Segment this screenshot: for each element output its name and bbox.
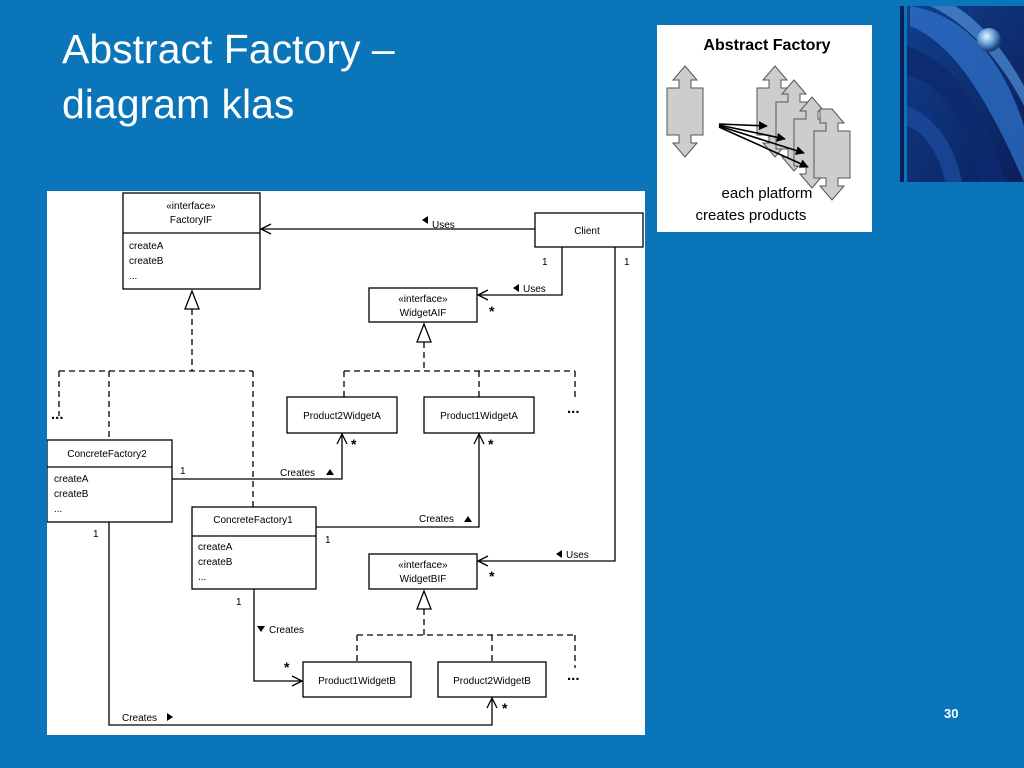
product1widgeta-name: Product1WidgetA xyxy=(440,411,518,422)
concretefactory2-op: createA xyxy=(54,474,89,485)
uses-direction-icon xyxy=(422,216,428,224)
product2widgetb-name: Product2WidgetB xyxy=(453,676,531,687)
multiplicity-many-label: * xyxy=(502,700,508,716)
association-lines xyxy=(108,229,616,726)
multiplicity-label: 1 xyxy=(93,529,99,540)
more-classes-ellipsis: ... xyxy=(51,406,64,423)
factoryif-op: createA xyxy=(129,241,164,252)
uses-label: Uses xyxy=(432,220,455,231)
concretefactory1-op: createA xyxy=(198,542,233,553)
slide-title: Abstract Factory – diagram klas xyxy=(62,22,395,132)
multiplicity-label: 1 xyxy=(325,535,331,546)
realization-lines xyxy=(58,309,576,668)
slide-title-line2: diagram klas xyxy=(62,81,295,127)
creates-direction-icon xyxy=(464,516,472,522)
creates-direction-icon xyxy=(167,713,173,721)
product1widgetb-box xyxy=(302,661,412,698)
more-classes-ellipsis: ... xyxy=(567,400,580,417)
multiplicity-many-label: * xyxy=(489,303,495,319)
realization-triangle-factoryif xyxy=(184,289,200,310)
multiplicity-many-label: * xyxy=(489,568,495,584)
concretefactory2-op: createB xyxy=(54,489,89,500)
illustration-canvas: Abstract Factory each platform creates p… xyxy=(666,37,851,224)
realization-triangle-widgetbif xyxy=(416,589,432,610)
factoryif-op: createB xyxy=(129,256,164,267)
concretefactory2-name: ConcreteFactory2 xyxy=(67,449,147,460)
product-shape xyxy=(813,108,851,201)
factoryif-op: ... xyxy=(129,271,137,282)
product2widgeta-name: Product2WidgetA xyxy=(303,411,381,422)
decorative-swirl-graphic xyxy=(900,6,1024,182)
illustration-title: Abstract Factory xyxy=(703,37,830,54)
creates-label: Creates xyxy=(280,468,315,479)
multiplicity-label: 1 xyxy=(624,257,630,268)
realization-triangle-widgetaif xyxy=(416,322,432,343)
abstract-factory-illustration: Abstract Factory each platform creates p… xyxy=(657,25,872,232)
concretefactory1-op: ... xyxy=(198,572,206,583)
decorative-image xyxy=(900,6,1024,182)
widgetaif-name: WidgetAIF xyxy=(400,308,447,319)
multiplicity-label: 1 xyxy=(180,466,186,477)
factoryif-name: FactoryIF xyxy=(170,215,212,226)
widgetbif-name: WidgetBIF xyxy=(400,574,447,585)
uses-direction-icon xyxy=(513,284,519,292)
uml-class-diagram: «interface» FactoryIF createA createB ..… xyxy=(47,191,645,735)
multiplicity-many-label: * xyxy=(488,436,494,452)
factoryif-box xyxy=(122,192,261,290)
factoryif-stereotype: «interface» xyxy=(166,201,216,212)
sphere-icon xyxy=(977,28,1001,52)
uses-direction-icon xyxy=(556,550,562,558)
concretefactory1-op: createB xyxy=(198,557,233,568)
concretefactory2-op: ... xyxy=(54,504,62,515)
creation-arrows xyxy=(718,121,809,168)
widgetbif-stereotype: «interface» xyxy=(398,560,448,571)
widgetbif-box xyxy=(368,553,478,590)
client-box xyxy=(534,212,644,248)
creates-direction-icon xyxy=(257,626,265,632)
uses-label: Uses xyxy=(566,550,589,561)
client-name: Client xyxy=(574,226,600,237)
creates-label: Creates xyxy=(269,625,304,636)
creates-label: Creates xyxy=(419,514,454,525)
creates-label: Creates xyxy=(122,713,157,724)
illustration-caption-line1: each platform xyxy=(722,185,813,202)
uses-label: Uses xyxy=(523,284,546,295)
creates-direction-icon xyxy=(326,469,334,475)
multiplicity-many-label: * xyxy=(284,659,290,675)
widgetaif-box xyxy=(368,287,478,323)
more-classes-ellipsis: ... xyxy=(567,667,580,684)
page-number: 30 xyxy=(944,706,959,721)
multiplicity-many-label: * xyxy=(351,436,357,452)
product1widgetb-name: Product1WidgetB xyxy=(318,676,396,687)
multiplicity-label: 1 xyxy=(542,257,548,268)
factory-shape xyxy=(666,65,704,158)
illustration-caption-line2: creates products xyxy=(696,207,807,224)
uml-diagram-canvas: «interface» FactoryIF createA createB ..… xyxy=(47,192,644,726)
widgetaif-stereotype: «interface» xyxy=(398,294,448,305)
slide-title-line1: Abstract Factory – xyxy=(62,26,395,72)
multiplicity-label: 1 xyxy=(236,597,242,608)
concretefactory1-name: ConcreteFactory1 xyxy=(213,515,293,526)
